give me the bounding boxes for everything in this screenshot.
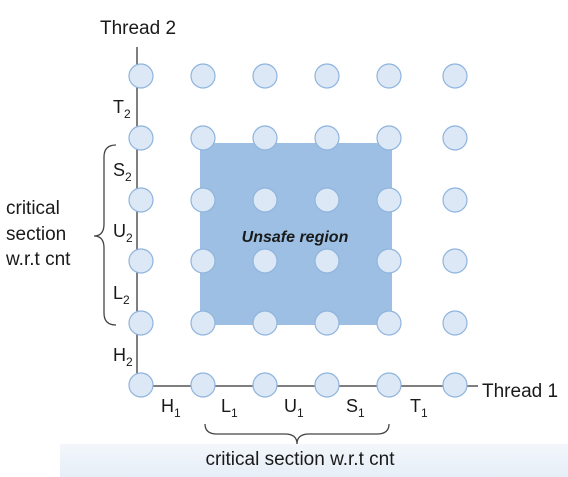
v-seg-T2: T2 [113, 97, 131, 121]
state-node-r3-c1 [190, 248, 216, 274]
state-node-r5-c2 [252, 372, 278, 398]
state-node-r0-c3 [314, 63, 340, 89]
thread1-axis-label: Thread 1 [482, 381, 558, 402]
state-node-r2-c0 [128, 187, 154, 213]
state-node-r3-c0 [128, 248, 154, 274]
h-seg-H1: H1 [161, 396, 181, 420]
h-seg-U1: U1 [284, 396, 304, 420]
state-node-r0-c0 [128, 63, 154, 89]
state-node-r1-c1 [190, 125, 216, 151]
h-seg-S1: S1 [346, 396, 365, 420]
unsafe-region [200, 143, 392, 325]
state-node-r1-c0 [128, 125, 154, 151]
state-node-r5-c0 [128, 372, 154, 398]
state-node-r2-c1 [190, 187, 216, 213]
bottom-shade [60, 444, 568, 477]
v-seg-H2: H2 [113, 345, 133, 369]
state-node-r5-c5 [442, 372, 468, 398]
state-node-grid [128, 63, 468, 398]
v-seg-U2: U2 [113, 221, 133, 245]
state-node-r4-c1 [190, 310, 216, 336]
side-critical-section-brace [93, 144, 117, 326]
state-node-r0-c2 [252, 63, 278, 89]
thread1-instruction-labels: H1 L1 U1 S1 T1 [161, 396, 428, 420]
state-node-r0-c5 [442, 63, 468, 89]
state-node-r4-c5 [442, 310, 468, 336]
h-seg-T1: T1 [410, 396, 428, 420]
thread2-axis-label: Thread 2 [100, 18, 176, 39]
state-node-r0-c4 [376, 63, 402, 89]
state-node-r3-c3 [314, 248, 340, 274]
state-node-r4-c4 [376, 310, 402, 336]
state-node-r2-c2 [252, 187, 278, 213]
state-node-r5-c4 [376, 372, 402, 398]
side-critical-section-line2: section [6, 224, 66, 245]
state-node-r4-c2 [252, 310, 278, 336]
state-node-r1-c3 [314, 125, 340, 151]
state-node-r5-c1 [190, 372, 216, 398]
state-node-r2-c5 [442, 187, 468, 213]
state-node-r4-c3 [314, 310, 340, 336]
state-node-r1-c4 [376, 125, 402, 151]
state-node-r3-c2 [252, 248, 278, 274]
thread2-instruction-labels: T2 S2 U2 L2 H2 [113, 97, 133, 369]
state-node-r2-c4 [376, 187, 402, 213]
state-node-r1-c2 [252, 125, 278, 151]
unsafe-region-label: Unsafe region [242, 229, 349, 246]
state-node-r3-c5 [442, 248, 468, 274]
state-node-r5-c3 [314, 372, 340, 398]
state-node-r3-c4 [376, 248, 402, 274]
state-node-r0-c1 [190, 63, 216, 89]
state-node-r2-c3 [314, 187, 340, 213]
side-critical-section-line1: critical [6, 198, 60, 219]
v-seg-L2: L2 [113, 283, 130, 307]
side-critical-section-line3: w.r.t cnt [5, 249, 71, 270]
state-node-r4-c0 [128, 310, 154, 336]
bottom-critical-section-label: critical section w.r.t cnt [205, 449, 395, 470]
v-seg-S2: S2 [113, 160, 132, 184]
state-node-r1-c5 [442, 125, 468, 151]
h-seg-L1: L1 [221, 396, 238, 420]
